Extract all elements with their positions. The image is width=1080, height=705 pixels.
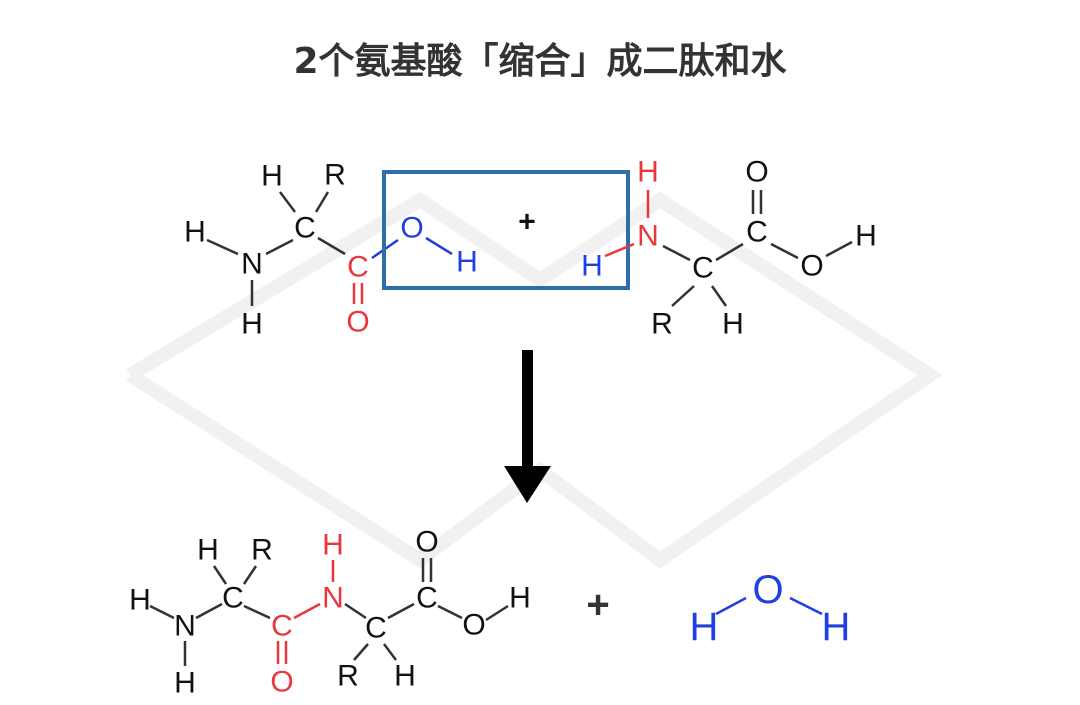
atom-C: C <box>271 610 293 643</box>
atom-H: H <box>184 216 206 249</box>
atom-H: H <box>509 582 531 615</box>
atom-H: H <box>197 534 219 567</box>
atom-H: H <box>855 220 877 253</box>
plus-sign: + <box>518 206 536 239</box>
atom-O: O <box>270 666 293 699</box>
atom-N: N <box>322 582 344 615</box>
atom-O: O <box>800 250 823 283</box>
diagram-title: 2个氨基酸「缩合」成二肽和水 <box>293 41 787 82</box>
plus-sign: + <box>586 583 609 627</box>
atom-R: R <box>324 159 346 192</box>
atom-R: R <box>651 308 673 341</box>
atom-H: H <box>822 605 851 649</box>
atom-H: H <box>722 308 744 341</box>
dipeptide: H R C H N H C O H N C R H C O O H <box>129 526 531 700</box>
atom-H: H <box>581 250 603 283</box>
atom-C: C <box>416 582 438 615</box>
atom-H: H <box>690 605 719 649</box>
highlight-box <box>382 170 630 290</box>
amino-acid-2: H N H C R H C O O H <box>581 156 877 341</box>
atom-C: C <box>222 582 244 615</box>
atom-N: N <box>637 220 659 253</box>
atom-O: O <box>346 306 369 339</box>
atom-C: C <box>347 251 369 284</box>
atom-H: H <box>241 308 263 341</box>
atom-H: H <box>394 660 416 693</box>
atom-O: O <box>400 212 423 245</box>
atom-H: H <box>129 584 151 617</box>
atom-C: C <box>746 216 768 249</box>
atom-R: R <box>337 660 359 693</box>
atom-C: C <box>692 252 714 285</box>
reaction-arrow <box>504 350 551 503</box>
watermark <box>126 191 943 569</box>
atom-N: N <box>241 248 263 281</box>
atom-O: O <box>415 526 438 559</box>
water-molecule: H O H <box>690 568 851 649</box>
atom-H: H <box>456 246 478 279</box>
atom-C: C <box>294 212 316 245</box>
atom-H: H <box>322 529 344 562</box>
atom-H: H <box>261 160 283 193</box>
atom-O: O <box>752 568 783 612</box>
atom-O: O <box>745 156 768 189</box>
atom-H: H <box>174 667 196 700</box>
atom-N: N <box>174 610 196 643</box>
atom-R: R <box>251 534 273 567</box>
atom-C: C <box>365 612 387 645</box>
atom-O: O <box>462 609 485 642</box>
atom-H: H <box>637 156 659 189</box>
